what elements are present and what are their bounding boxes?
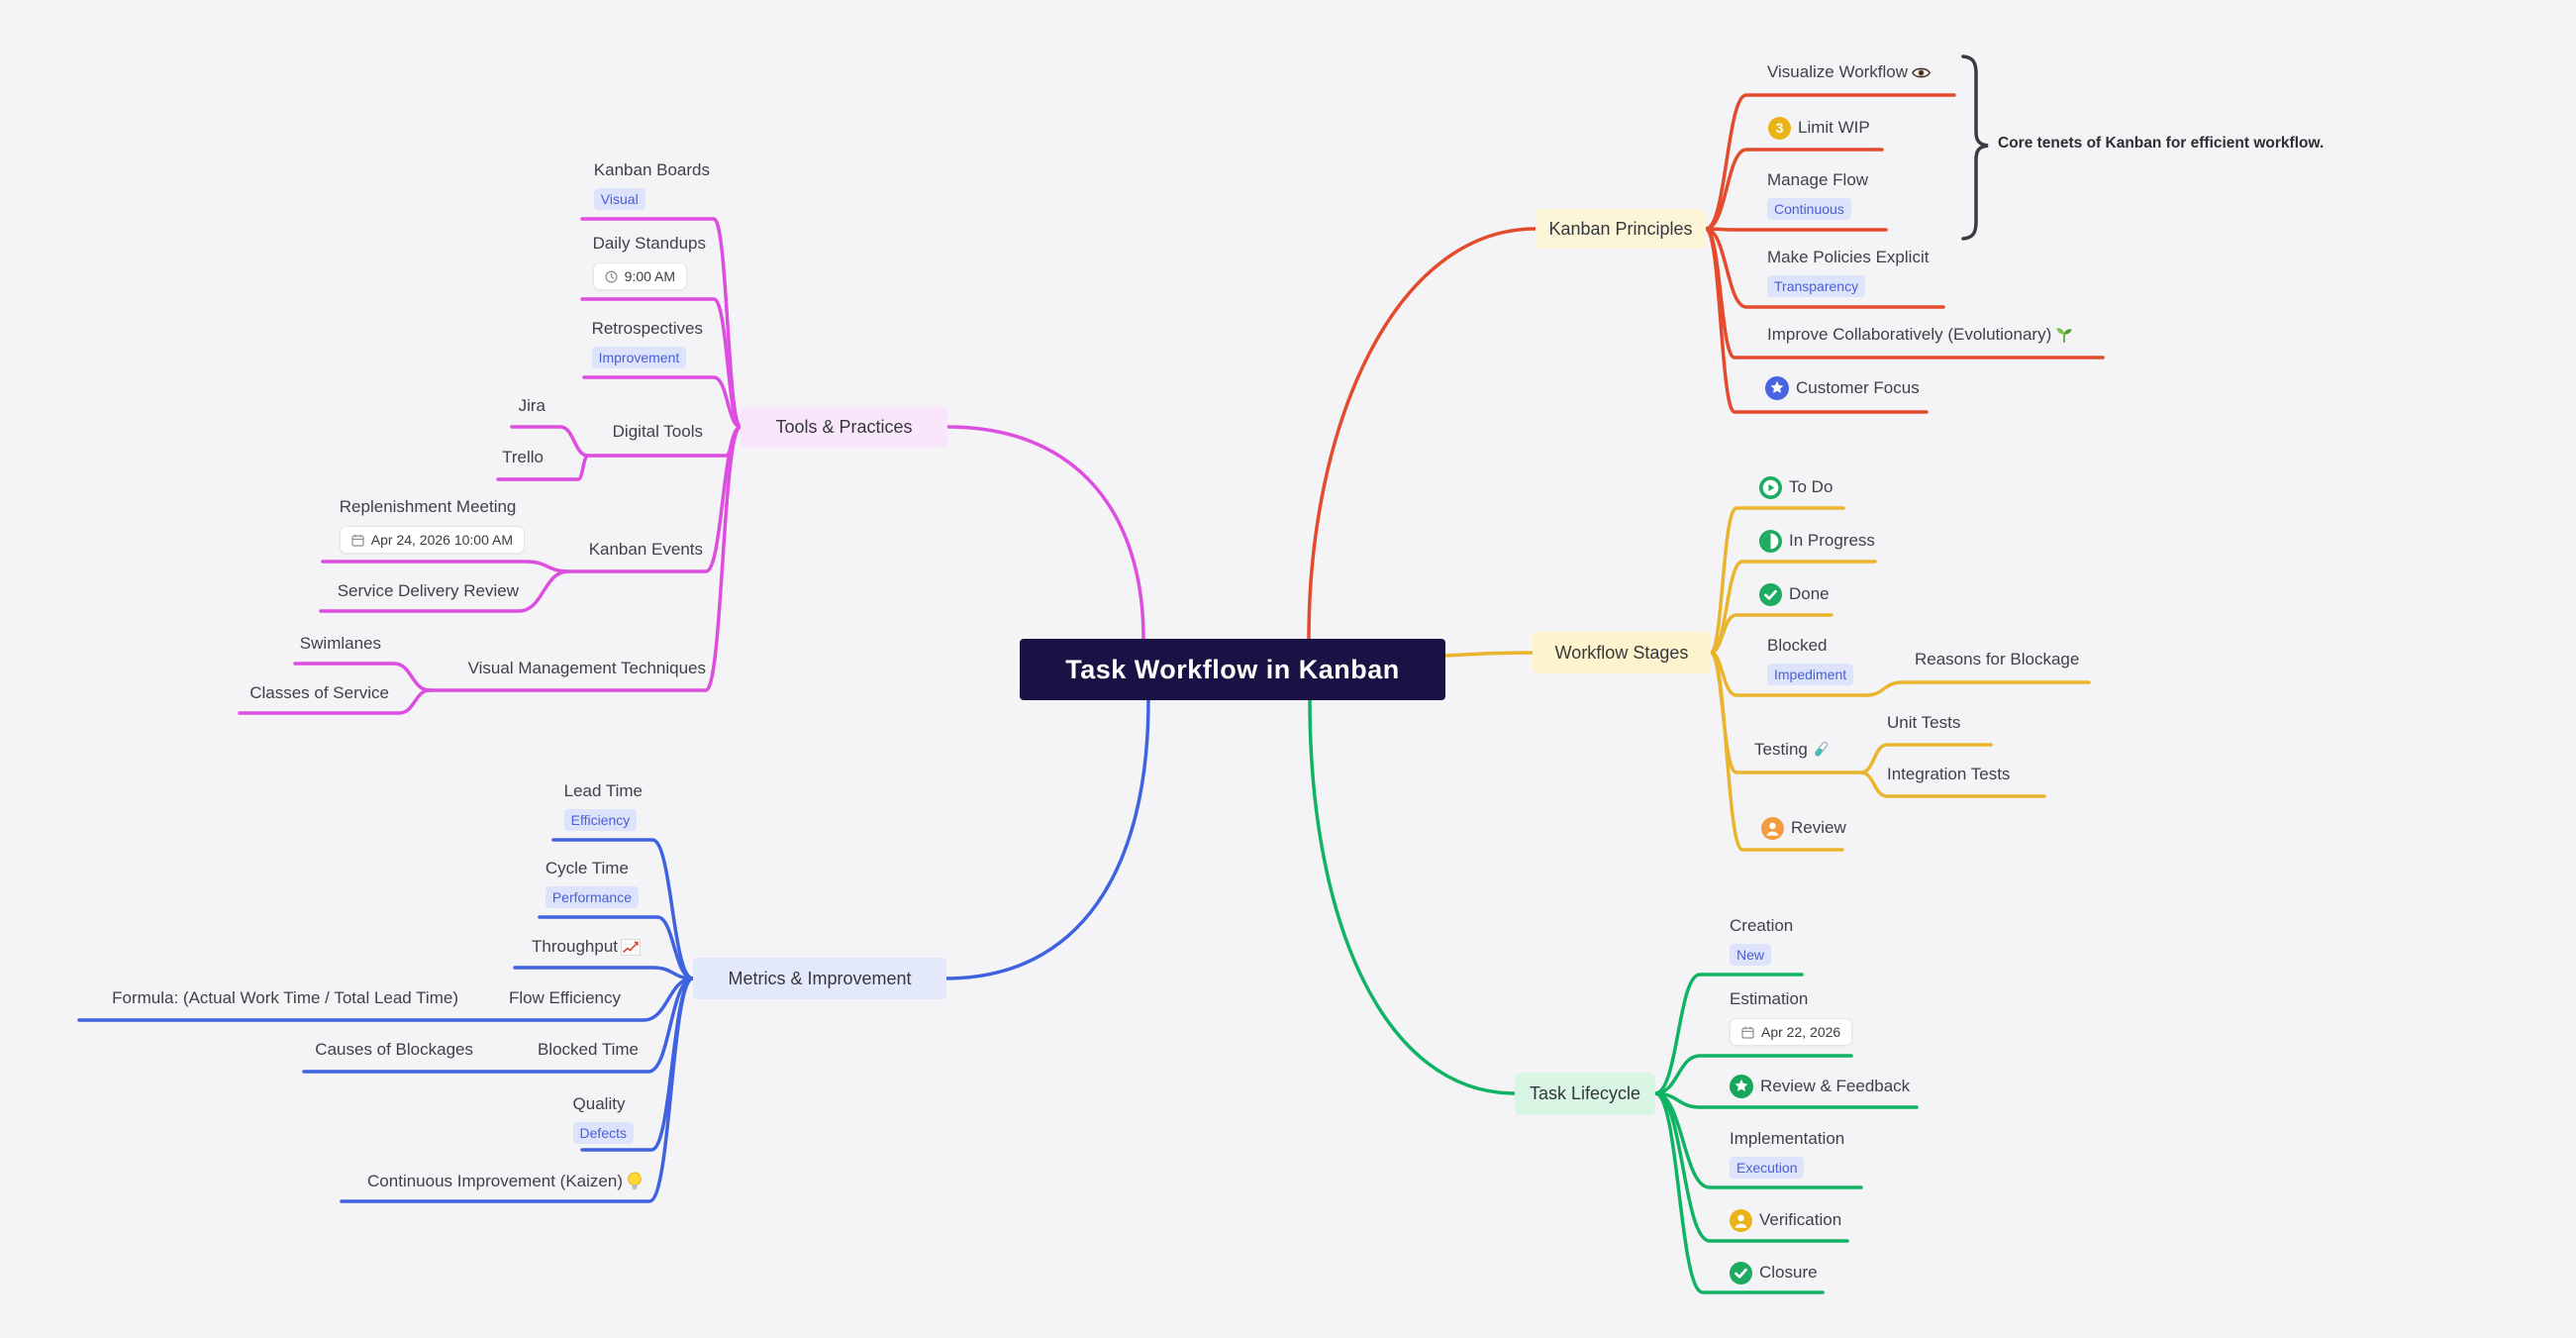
- branch-label: Metrics & Improvement: [728, 968, 912, 988]
- node-flow-efficiency-formula[interactable]: Formula: (Actual Work Time / Total Lead …: [112, 988, 458, 1007]
- node-trello[interactable]: Trello: [502, 448, 544, 466]
- branch-node-workflow-stages[interactable]: Workflow Stages: [1533, 632, 1711, 673]
- node-implementation[interactable]: Implementation Execution: [1730, 1127, 1844, 1179]
- node-tag: Execution: [1730, 1157, 1805, 1179]
- root-title: Task Workflow in Kanban: [1065, 654, 1400, 684]
- date-chip: Apr 22, 2026: [1730, 1018, 1853, 1046]
- branch-node-tools-practices[interactable]: Tools & Practices: [741, 407, 947, 448]
- node-continuous-improvement[interactable]: Continuous Improvement (Kaizen): [367, 1170, 643, 1193]
- node-review[interactable]: Review: [1761, 816, 1846, 840]
- node-creation[interactable]: Creation New: [1730, 914, 1793, 966]
- eye-icon: [1912, 67, 1932, 77]
- node-tag: Continuous: [1767, 198, 1851, 220]
- node-digital-tools[interactable]: Digital Tools: [612, 422, 703, 441]
- check-circle-icon: [1759, 582, 1782, 606]
- branch-node-task-lifecycle[interactable]: Task Lifecycle: [1515, 1073, 1655, 1115]
- branch-label: Tools & Practices: [775, 417, 913, 437]
- node-kanban-events[interactable]: Kanban Events: [588, 540, 703, 559]
- node-tag: Transparency: [1767, 275, 1866, 297]
- node-tag: Defects: [572, 1122, 634, 1144]
- node-jira[interactable]: Jira: [518, 396, 545, 415]
- node-tag: Performance: [545, 886, 639, 908]
- node-kanban-boards[interactable]: Kanban Boards Visual: [593, 158, 710, 210]
- links-metrics: [77, 838, 695, 1203]
- node-cycle-time[interactable]: Cycle Time Performance: [545, 857, 639, 908]
- node-visualize-workflow[interactable]: Visualize Workflow: [1767, 60, 1932, 84]
- node-service-delivery-review[interactable]: Service Delivery Review: [337, 581, 519, 600]
- node-visual-management-techniques[interactable]: Visual Management Techniques: [467, 659, 706, 677]
- test-tube-icon: [1815, 741, 1828, 757]
- node-causes-of-blockages[interactable]: Causes of Blockages: [315, 1040, 473, 1059]
- node-tag: Efficiency: [563, 809, 638, 831]
- node-tag: New: [1730, 944, 1772, 966]
- node-to-do[interactable]: To Do: [1759, 475, 1833, 499]
- node-improve-collaboratively[interactable]: Improve Collaboratively (Evolutionary): [1767, 323, 2073, 347]
- time-chip: 9:00 AM: [592, 262, 688, 290]
- clock-icon: [605, 269, 618, 283]
- root-link-stages: [1443, 651, 1535, 658]
- branch-label: Kanban Principles: [1548, 218, 1693, 239]
- seedling-icon: [2056, 328, 2072, 343]
- branch-node-kanban-principles[interactable]: Kanban Principles: [1536, 209, 1706, 249]
- node-in-progress[interactable]: In Progress: [1759, 529, 1875, 553]
- node-reasons-for-blockage[interactable]: Reasons for Blockage: [1915, 650, 2080, 669]
- node-done[interactable]: Done: [1759, 582, 1830, 606]
- links-lifecycle: [1653, 973, 1919, 1294]
- links-stages: [1709, 506, 2091, 852]
- bracket-annotation: Core tenets of Kanban for efficient work…: [1998, 135, 2325, 152]
- branch-label: Workflow Stages: [1554, 642, 1689, 663]
- branch-node-metrics-improvement[interactable]: Metrics & Improvement: [693, 958, 946, 999]
- node-tag: Improvement: [591, 347, 687, 368]
- check-circle-icon: [1730, 1261, 1752, 1285]
- node-throughput[interactable]: Throughput: [532, 935, 641, 959]
- node-review-feedback[interactable]: Review & Feedback: [1730, 1075, 1910, 1098]
- calendar-icon: [351, 534, 364, 547]
- calendar-icon: [1741, 1026, 1754, 1039]
- branch-label: Task Lifecycle: [1529, 1083, 1641, 1103]
- number-3-badge: 3: [1768, 116, 1791, 140]
- node-limit-wip[interactable]: 3 Limit WIP: [1768, 116, 1870, 140]
- root-link-tools: [945, 425, 1145, 641]
- date-chip: Apr 24, 2026 10:00 AM: [339, 526, 525, 554]
- node-flow-efficiency[interactable]: Flow Efficiency: [508, 988, 621, 1007]
- chart-up-icon: [621, 938, 641, 956]
- person-yellow-icon: [1730, 1208, 1752, 1232]
- links-tools: [238, 217, 743, 715]
- node-make-policies-explicit[interactable]: Make Policies Explicit Transparency: [1767, 246, 1929, 297]
- play-circle-icon: [1759, 475, 1782, 499]
- node-blocked-time[interactable]: Blocked Time: [537, 1040, 639, 1059]
- root-node[interactable]: Task Workflow in Kanban: [1020, 639, 1445, 700]
- node-quality[interactable]: Quality Defects: [572, 1092, 634, 1144]
- node-tag: Impediment: [1767, 664, 1854, 685]
- star-badge-blue-icon: [1765, 376, 1789, 400]
- root-link-principles: [1307, 227, 1537, 641]
- node-daily-standups[interactable]: Daily Standups 9:00 AM: [592, 232, 706, 290]
- half-circle-icon: [1759, 529, 1782, 553]
- node-replenishment-meeting[interactable]: Replenishment Meeting Apr 24, 2026 10:00…: [339, 495, 525, 554]
- node-verification[interactable]: Verification: [1730, 1208, 1841, 1232]
- node-integration-tests[interactable]: Integration Tests: [1887, 765, 2011, 783]
- node-blocked[interactable]: Blocked Impediment: [1767, 634, 1854, 685]
- bulb-icon: [628, 1172, 642, 1189]
- node-estimation[interactable]: Estimation Apr 22, 2026: [1730, 987, 1853, 1046]
- node-tag: Visual: [593, 188, 645, 210]
- node-classes-of-service[interactable]: Classes of Service: [249, 683, 389, 702]
- bracket: [1961, 54, 1989, 241]
- node-lead-time[interactable]: Lead Time Efficiency: [563, 779, 643, 831]
- node-manage-flow[interactable]: Manage Flow Continuous: [1767, 168, 1868, 220]
- node-closure[interactable]: Closure: [1730, 1261, 1818, 1285]
- node-testing[interactable]: Testing: [1754, 738, 1831, 762]
- node-retrospectives[interactable]: Retrospectives Improvement: [591, 317, 703, 368]
- person-orange-icon: [1761, 816, 1784, 840]
- node-unit-tests[interactable]: Unit Tests: [1887, 713, 1961, 732]
- links-principles: [1704, 93, 2105, 414]
- root-link-metrics: [943, 698, 1150, 980]
- node-swimlanes[interactable]: Swimlanes: [299, 634, 381, 653]
- node-customer-focus[interactable]: Customer Focus: [1765, 376, 1920, 400]
- root-link-lifecycle: [1308, 698, 1517, 1095]
- star-badge-green-icon: [1730, 1075, 1753, 1098]
